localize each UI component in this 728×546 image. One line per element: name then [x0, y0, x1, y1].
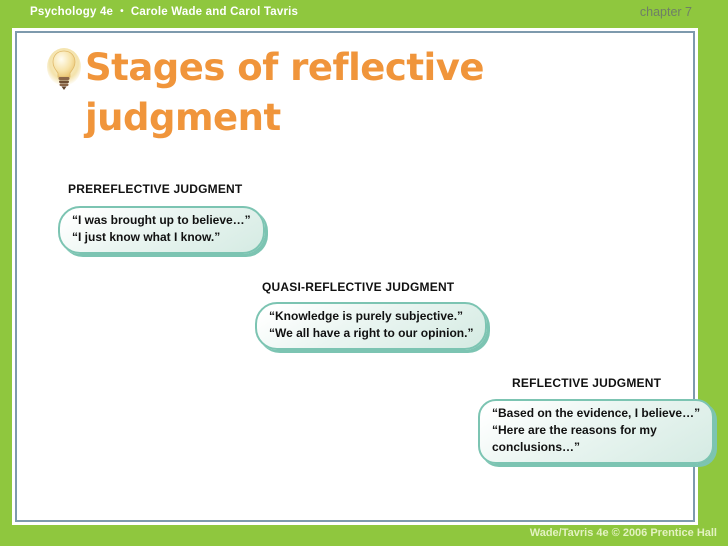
quote-line: “I was brought up to believe…” — [72, 213, 251, 227]
header-bar: Psychology 4e • Carole Wade and Carol Tavr… — [30, 6, 298, 18]
stage-3-speech-bubble: “Based on the evidence, I believe…” “Her… — [478, 399, 715, 464]
book-title: Psychology 4e — [30, 6, 114, 18]
bullet-separator: • — [120, 6, 124, 17]
quote-line: “Based on the evidence, I believe…” — [492, 406, 701, 420]
slide-title: Stages of reflective judgment — [85, 46, 484, 139]
stage-1-speech-bubble: “I was brought up to believe…” “I just k… — [58, 206, 265, 254]
lightbulb-icon — [47, 48, 81, 90]
quote-line: “Knowledge is purely subjective.” — [269, 309, 464, 323]
stage-3-heading: REFLECTIVE JUDGMENT — [512, 376, 662, 390]
stage-2-speech-bubble: “Knowledge is purely subjective.” “We al… — [255, 302, 488, 350]
stage-2-heading: QUASI-REFLECTIVE JUDGMENT — [262, 280, 455, 294]
footer-credit: Wade/Tavris 4e © 2006 Prentice Hall — [529, 527, 717, 539]
chapter-label: chapter 7 — [639, 5, 692, 19]
title-row: Stages of reflective judgment — [46, 43, 575, 143]
authors-text: Carole Wade and Carol Tavris — [130, 6, 299, 18]
stage-1-heading: PREREFLECTIVE JUDGMENT — [68, 182, 243, 196]
quote-line: “Here are the reasons for my conclusions… — [492, 423, 657, 454]
quote-line: “I just know what I know.” — [72, 230, 221, 244]
quote-line: “We all have a right to our opinion.” — [269, 326, 474, 340]
slide-panel: Stages of reflective judgment PREREFLECT… — [15, 31, 715, 522]
